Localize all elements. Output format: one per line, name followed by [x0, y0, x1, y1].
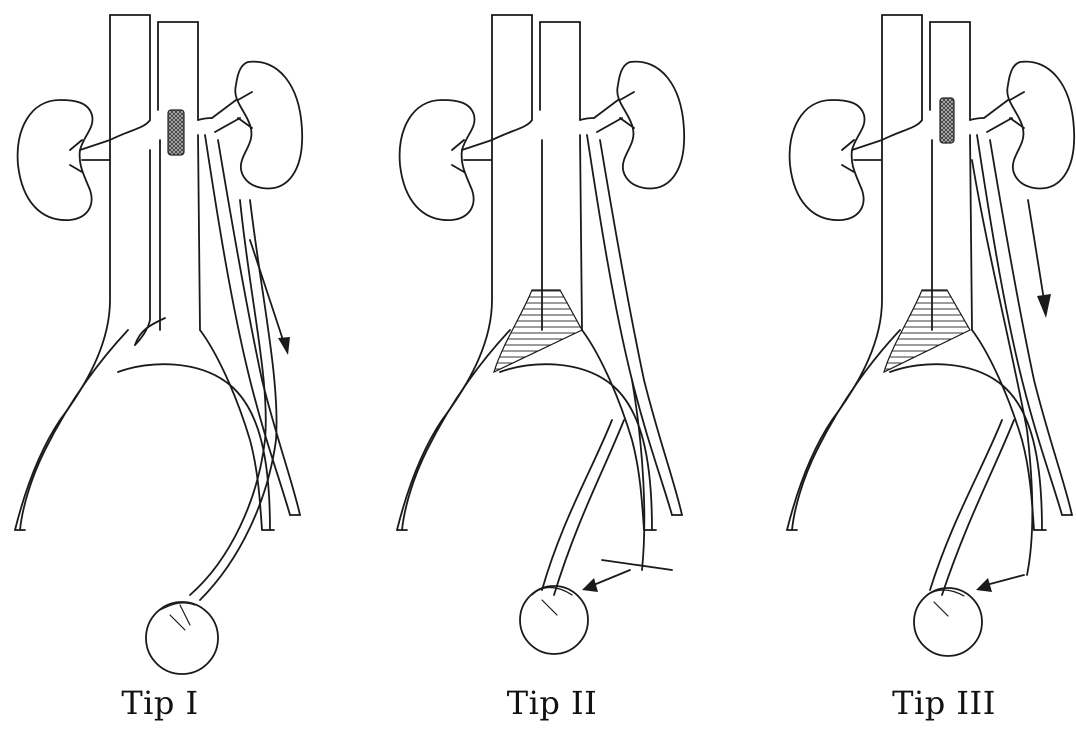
- caption-tip1: Tip I: [60, 684, 260, 722]
- flow-arrow-icon: [976, 578, 992, 592]
- caption-tip2: Tip II: [452, 684, 652, 722]
- flow-arrow-icon: [1037, 294, 1051, 318]
- flow-arrow-icon: [278, 337, 290, 355]
- caption-tip3: Tip III: [844, 684, 1044, 722]
- tip2-diagram: [397, 15, 684, 654]
- coil-icon: [168, 110, 184, 155]
- flow-arrow-icon: [582, 578, 598, 592]
- tip1-diagram: [15, 15, 302, 674]
- tip3-diagram: [787, 15, 1074, 656]
- coil-icon: [940, 98, 954, 143]
- hatched-region: [494, 290, 582, 372]
- hatched-region: [884, 290, 970, 372]
